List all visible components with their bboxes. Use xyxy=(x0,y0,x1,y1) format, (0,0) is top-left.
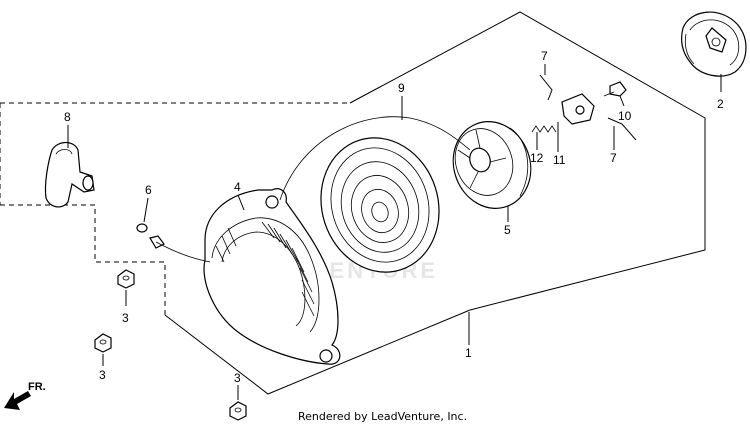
callout-10: 10 xyxy=(618,109,632,123)
callout-9: 9 xyxy=(398,81,405,95)
part-pin-7a xyxy=(539,74,553,101)
callout-3b: 3 xyxy=(99,368,106,382)
callout-labels: 8 6 4 9 5 12 11 7 7 10 2 1 3 3 3 xyxy=(64,49,724,385)
callout-12: 12 xyxy=(530,151,544,165)
callout-7a: 7 xyxy=(541,49,548,63)
front-arrow-icon xyxy=(4,391,31,410)
callout-4: 4 xyxy=(234,180,241,194)
part-fan-cover xyxy=(203,188,341,365)
assembly-outline xyxy=(164,11,706,395)
credit-text: Rendered by LeadVenture, Inc. xyxy=(298,410,467,423)
starter-rope xyxy=(155,241,211,263)
front-label: FR. xyxy=(28,381,46,393)
bolt-3a xyxy=(117,269,135,289)
part-ratchet-spring xyxy=(531,125,557,133)
part-starter-grip xyxy=(44,141,95,208)
part-starter-pulley xyxy=(681,11,747,77)
bolt-3c xyxy=(229,401,247,421)
callout-11: 11 xyxy=(553,153,566,167)
bolt-3b xyxy=(94,333,112,353)
callout-3a: 3 xyxy=(122,311,129,325)
front-direction-indicator: FR. xyxy=(4,381,46,410)
callout-2: 2 xyxy=(717,97,724,111)
leader-lines xyxy=(67,64,722,400)
callout-6: 6 xyxy=(145,183,152,197)
part-recoil-spring xyxy=(279,116,471,273)
callout-1: 1 xyxy=(465,346,472,360)
part-ratchet xyxy=(561,93,595,125)
callout-8: 8 xyxy=(64,110,71,124)
callout-5: 5 xyxy=(504,223,511,237)
part-pin-7b xyxy=(607,117,637,141)
part-reel xyxy=(452,121,532,209)
callout-3c: 3 xyxy=(234,371,241,385)
part-screw xyxy=(603,81,627,97)
part-rope-knot xyxy=(136,223,165,249)
callout-7b: 7 xyxy=(610,151,617,165)
fan-cover-slats xyxy=(215,221,315,317)
